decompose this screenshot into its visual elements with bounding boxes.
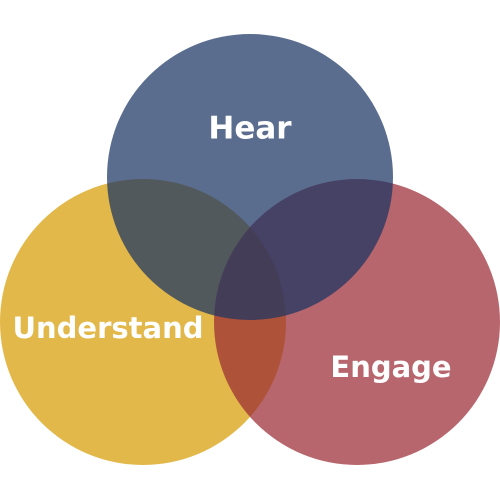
label-understand: Understand [12, 311, 203, 345]
label-hear: Hear [208, 111, 292, 147]
circle-hear [107, 34, 393, 320]
label-engage: Engage [330, 350, 451, 384]
